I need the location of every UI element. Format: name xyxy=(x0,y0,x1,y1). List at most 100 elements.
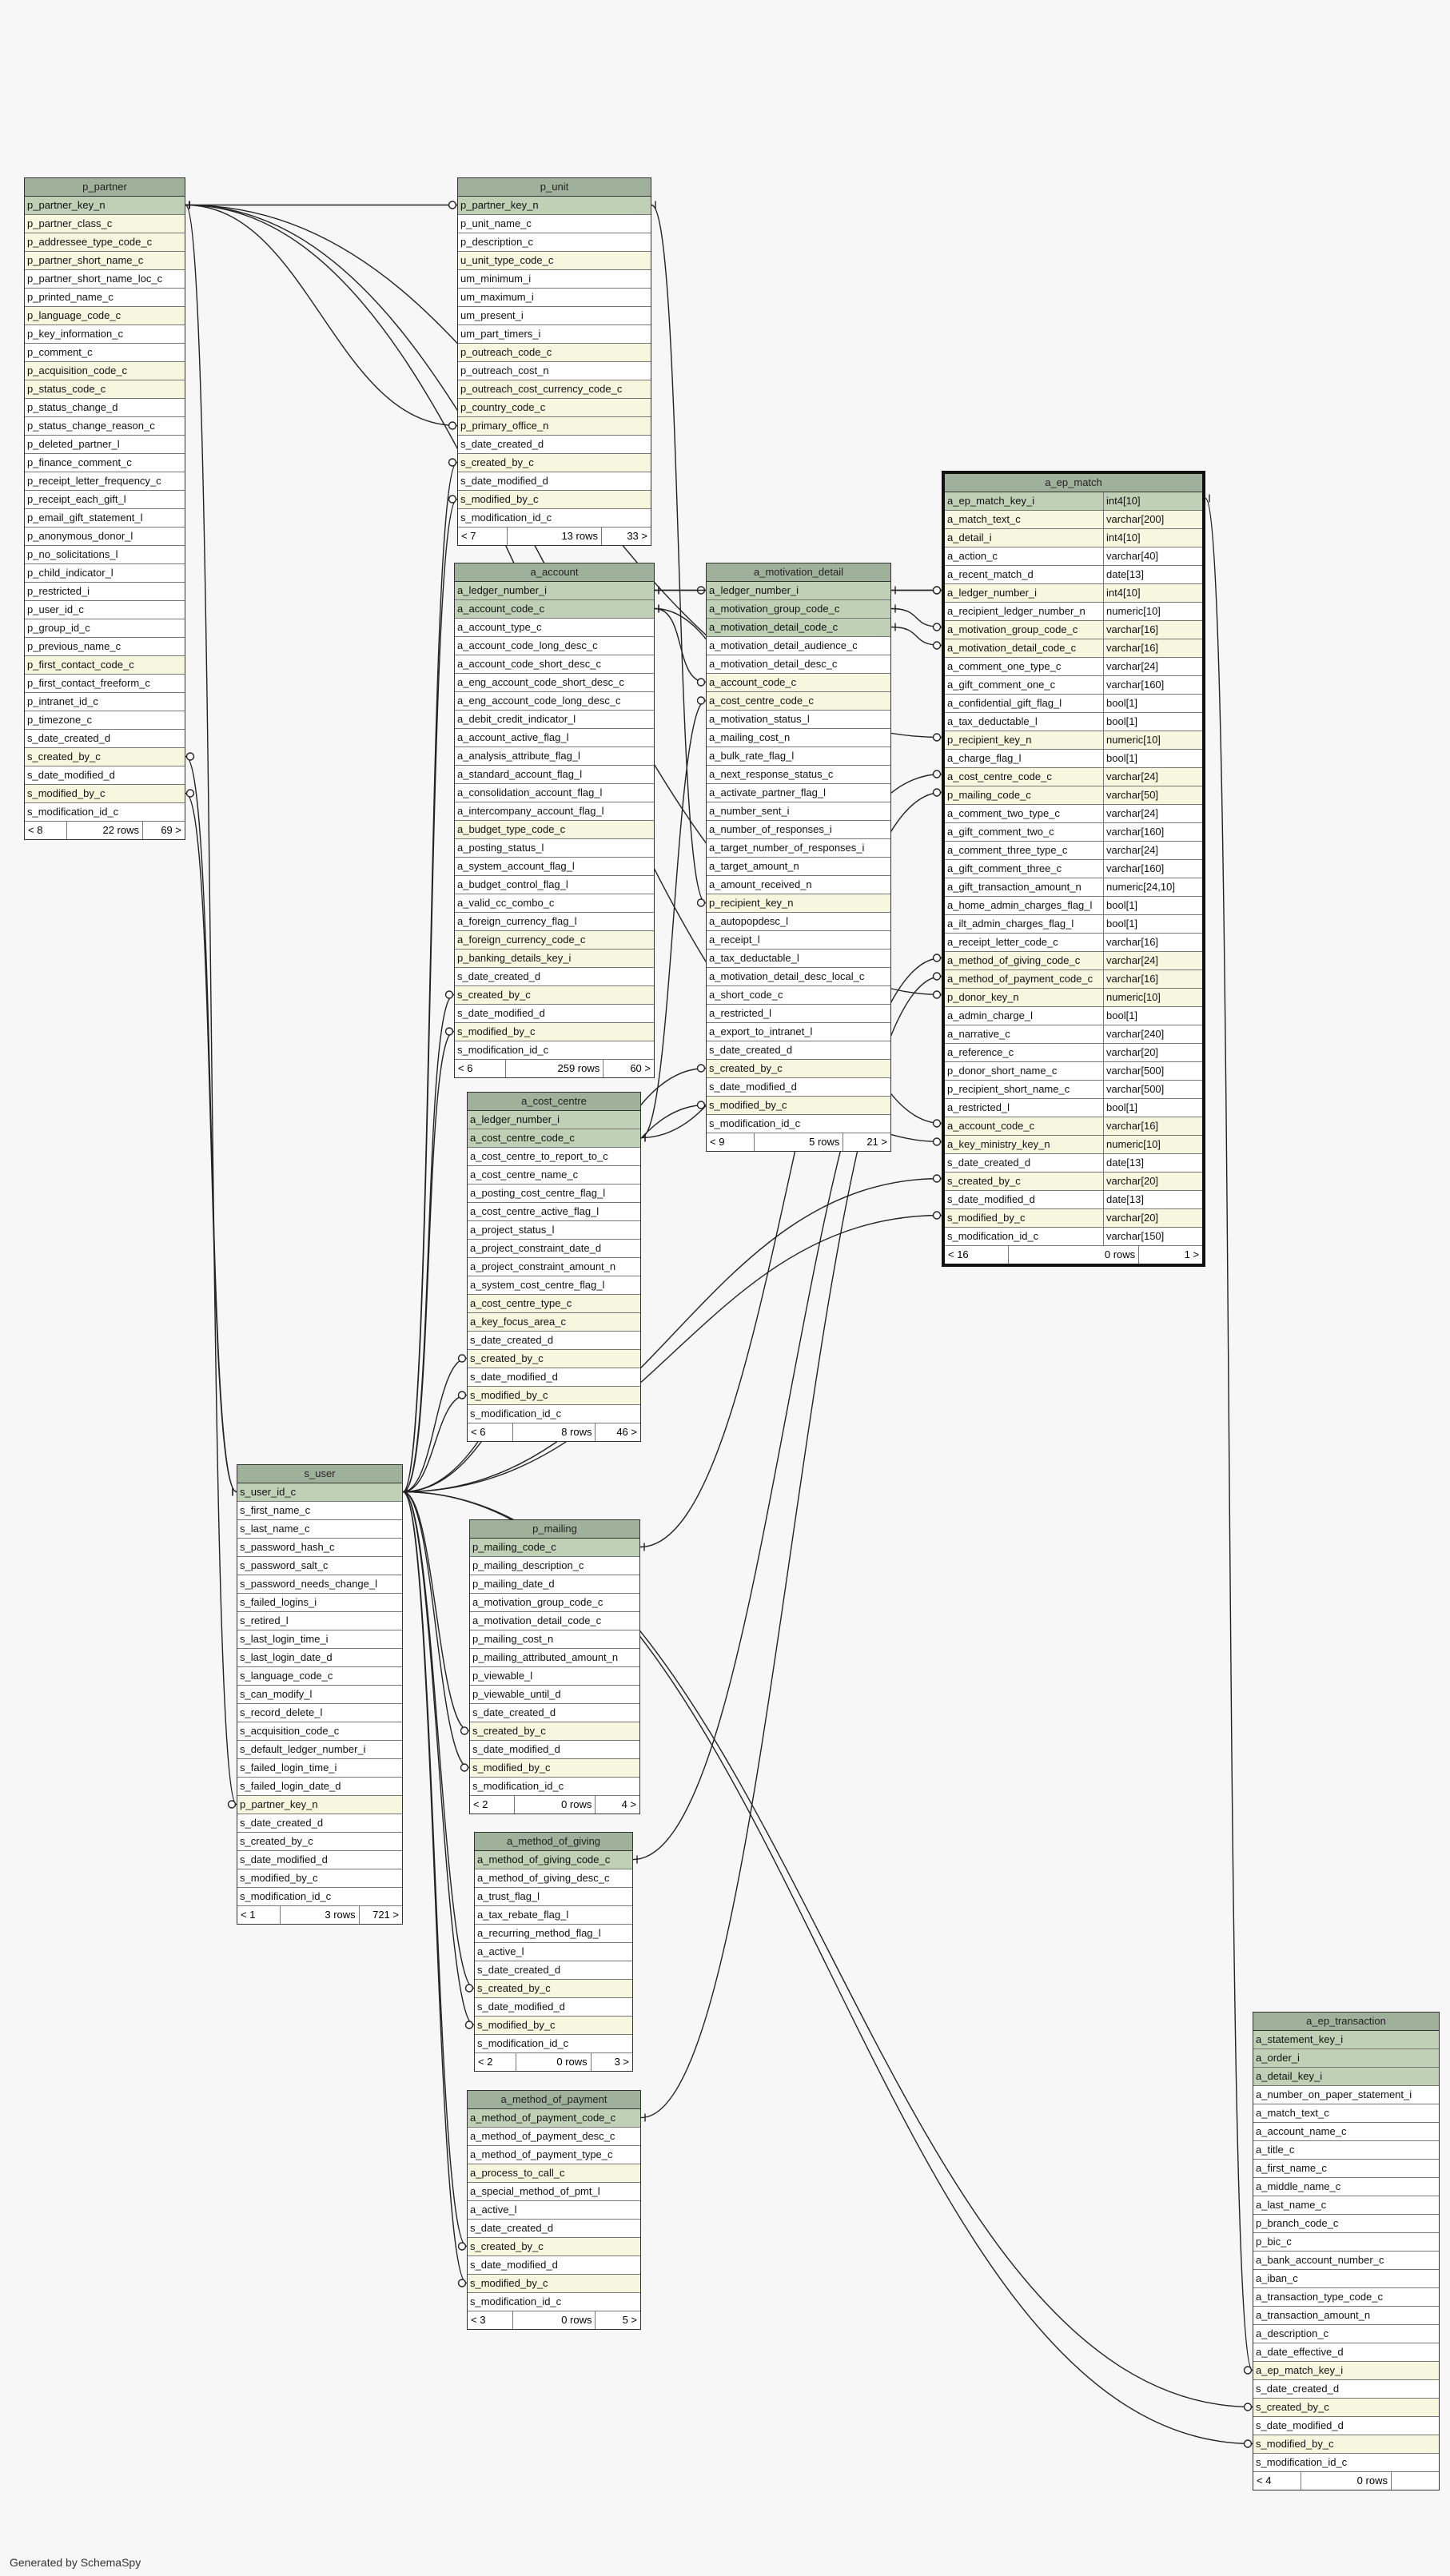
column-row[interactable]: p_first_contact_freeform_c xyxy=(25,675,185,693)
column-row[interactable]: s_default_ledger_number_i xyxy=(237,1741,402,1759)
column-row[interactable]: s_created_by_c xyxy=(470,1722,639,1741)
column-row[interactable]: p_status_code_c xyxy=(25,380,185,399)
column-row[interactable]: s_modification_id_c xyxy=(25,803,185,822)
column-row[interactable]: s_modification_id_c xyxy=(237,1888,402,1906)
column-row[interactable]: a_match_text_c xyxy=(1253,2104,1439,2123)
column-row[interactable]: s_date_modified_d xyxy=(475,1998,632,2017)
column-row[interactable]: s_date_modified_d xyxy=(25,766,185,785)
column-row[interactable]: s_failed_login_time_i xyxy=(237,1759,402,1778)
column-row[interactable]: p_bic_c xyxy=(1253,2233,1439,2252)
column-row[interactable]: a_eng_account_code_short_desc_c xyxy=(455,674,654,692)
row-count[interactable]: 0 rows xyxy=(1301,2472,1392,2490)
column-row[interactable]: p_status_change_d xyxy=(25,399,185,417)
column-row[interactable]: a_debit_credit_indicator_l xyxy=(455,711,654,729)
column-row[interactable]: a_motivation_detail_code_c xyxy=(707,619,890,637)
column-row[interactable]: a_consolidation_account_flag_l xyxy=(455,784,654,802)
row-count[interactable]: 0 rows xyxy=(513,2311,596,2329)
column-row[interactable]: s_created_by_c xyxy=(237,1833,402,1851)
column-row[interactable]: p_primary_office_n xyxy=(458,417,651,436)
children-count[interactable]: 33 > xyxy=(627,530,647,542)
column-row[interactable]: s_modified_by_c xyxy=(1253,2435,1439,2454)
column-row[interactable]: p_anonymous_donor_l xyxy=(25,528,185,546)
column-row[interactable]: p_recipient_key_n xyxy=(707,894,890,913)
column-row[interactable]: a_recurring_method_flag_l xyxy=(475,1925,632,1943)
column-row[interactable]: a_analysis_attribute_flag_l xyxy=(455,747,654,766)
column-row[interactable]: s_modification_id_c xyxy=(468,1405,640,1423)
column-row[interactable]: a_project_constraint_date_d xyxy=(468,1240,640,1258)
row-count[interactable]: 0 rows xyxy=(1009,1246,1140,1264)
column-row[interactable]: a_tax_deductable_l xyxy=(707,950,890,968)
column-row[interactable]: p_acquisition_code_c xyxy=(25,362,185,380)
column-row[interactable]: p_partner_key_n xyxy=(458,197,651,215)
column-row[interactable]: s_created_by_c xyxy=(1253,2399,1439,2417)
column-row[interactable]: p_description_c xyxy=(458,233,651,252)
column-row[interactable]: a_account_type_c xyxy=(455,619,654,637)
column-row[interactable]: p_banking_details_key_i xyxy=(455,950,654,968)
column-row[interactable]: a_order_i xyxy=(1253,2049,1439,2068)
column-row[interactable]: um_minimum_i xyxy=(458,270,651,289)
column-row[interactable]: s_first_name_c xyxy=(237,1502,402,1520)
column-row[interactable]: s_date_created_d xyxy=(468,2220,640,2238)
column-row[interactable]: s_password_hash_c xyxy=(237,1539,402,1557)
column-row[interactable]: a_motivation_status_l xyxy=(707,711,890,729)
column-row[interactable]: a_valid_cc_combo_c xyxy=(455,894,654,913)
column-row[interactable]: p_country_code_c xyxy=(458,399,651,417)
children-count[interactable]: 721 > xyxy=(372,1909,399,1921)
column-row[interactable]: a_process_to_call_c xyxy=(468,2164,640,2183)
column-row[interactable]: a_budget_control_flag_l xyxy=(455,876,654,894)
column-row[interactable]: s_modification_id_c xyxy=(455,1041,654,1060)
column-row[interactable]: s_date_created_d xyxy=(475,1961,632,1980)
parents-count[interactable]: < 4 xyxy=(1253,2472,1302,2490)
column-row[interactable]: a_method_of_giving_code_c xyxy=(475,1851,632,1869)
parents-count[interactable]: < 3 xyxy=(468,2311,513,2329)
column-row[interactable]: s_modified_by_c xyxy=(468,1387,640,1405)
column-row[interactable]: p_deleted_partner_l xyxy=(25,436,185,454)
column-row[interactable]: um_maximum_i xyxy=(458,289,651,307)
parents-count[interactable]: < 7 xyxy=(458,528,508,545)
column-row[interactable]: a_number_sent_i xyxy=(707,802,890,821)
column-row[interactable]: a_active_l xyxy=(468,2201,640,2220)
column-row[interactable]: a_motivation_group_code_c xyxy=(470,1594,639,1612)
column-row[interactable]: p_viewable_until_d xyxy=(470,1686,639,1704)
column-row[interactable]: p_printed_name_c xyxy=(25,289,185,307)
column-row[interactable]: a_account_code_long_desc_c xyxy=(455,637,654,655)
children-count[interactable]: 4 > xyxy=(621,1798,636,1810)
column-row[interactable]: s_created_by_c xyxy=(707,1060,890,1078)
column-row[interactable]: a_restricted_l xyxy=(707,1005,890,1023)
column-row[interactable]: a_receipt_l xyxy=(707,931,890,950)
column-row[interactable]: p_key_information_c xyxy=(25,325,185,344)
column-row[interactable]: a_mailing_cost_n xyxy=(707,729,890,747)
column-row[interactable]: p_branch_code_c xyxy=(1253,2215,1439,2233)
column-row[interactable]: a_statement_key_i xyxy=(1253,2031,1439,2049)
column-row[interactable]: a_method_of_payment_type_c xyxy=(468,2146,640,2164)
column-row[interactable]: a_motivation_detail_desc_local_c xyxy=(707,968,890,986)
column-row[interactable]: a_iban_c xyxy=(1253,2270,1439,2288)
column-row[interactable]: a_posting_cost_centre_flag_l xyxy=(468,1184,640,1203)
row-count[interactable]: 0 rows xyxy=(515,1796,596,1814)
column-row[interactable]: a_project_status_l xyxy=(468,1221,640,1240)
column-row[interactable]: s_date_modified_d xyxy=(707,1078,890,1097)
parents-count[interactable]: < 2 xyxy=(475,2053,517,2071)
column-row[interactable]: p_mailing_code_c xyxy=(470,1539,639,1557)
children-count[interactable]: 5 > xyxy=(622,2314,637,2326)
children-count[interactable]: 69 > xyxy=(161,824,181,836)
